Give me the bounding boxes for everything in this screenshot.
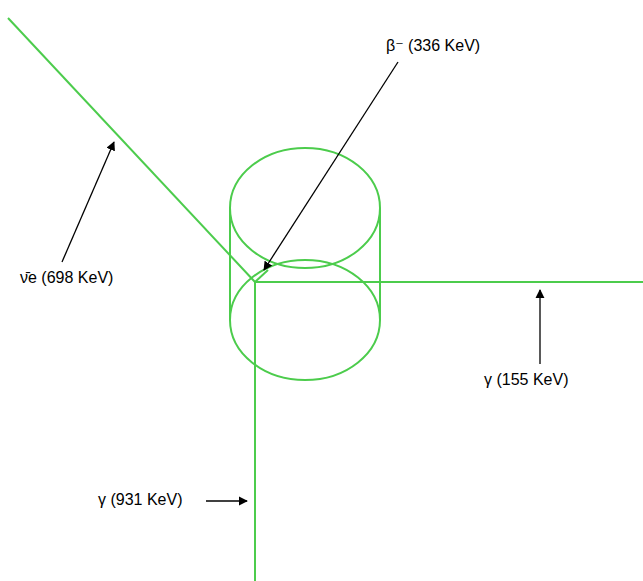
leader-arrow: [62, 142, 114, 262]
nucleus-circle: [230, 260, 380, 380]
neutrino-track: [8, 18, 255, 282]
leader-arrow: [264, 62, 398, 270]
particle-label: β⁻ (336 KeV): [384, 36, 482, 55]
particle-label: γ (155 KeV): [482, 370, 570, 389]
leader-arrow: [206, 500, 247, 501]
particle-label: ν̄e (698 KeV): [18, 268, 115, 287]
cylinder-side: [379, 208, 381, 320]
particle-label: γ (931 KeV): [96, 490, 184, 509]
leader-arrow: [539, 290, 540, 364]
gamma-track: [254, 282, 256, 581]
nucleus-circle: [230, 148, 380, 268]
gamma-track: [255, 281, 643, 283]
cylinder-side: [229, 208, 231, 320]
beta-track: [255, 270, 268, 282]
